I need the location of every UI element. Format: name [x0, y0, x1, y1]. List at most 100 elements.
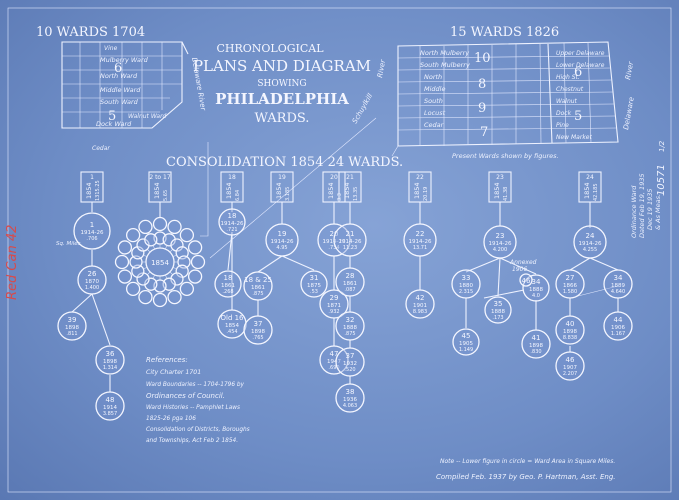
ward-node-number: 29 [330, 294, 339, 302]
top-ward-label: 21 [346, 174, 354, 181]
ward-node-number: 38 [346, 388, 355, 396]
map1826-figure-6: 6 [574, 65, 582, 80]
references-line-5: 1825-26 pga 106 [146, 416, 196, 422]
top-ward-detail: 1315.25 [95, 180, 101, 201]
ward-node-circle [214, 270, 242, 298]
map1826-river-schuylkill: Schuylkill [351, 92, 375, 125]
annexed-node [519, 273, 533, 287]
ward-node-area: 1.314 [103, 365, 117, 371]
annexed-label: Annexed [509, 259, 537, 266]
ward-node-circle [319, 345, 349, 375]
ward-node-year: 1907 [563, 365, 577, 371]
top-ward-year: 1854 [225, 182, 233, 199]
cluster-outer-circle [125, 227, 141, 243]
map1704-label-mulberry: Mulberry Ward [100, 56, 149, 64]
top-ward-year: 1854 [85, 182, 93, 199]
map1826-ward-high: High St. [556, 74, 580, 81]
ward-node-circle [483, 225, 517, 259]
vertical-note-4: & As Meas. [654, 194, 662, 230]
cluster-spoke [172, 254, 177, 257]
cluster-spoke [152, 245, 155, 250]
top-ward-detail: 5.65 [163, 190, 169, 201]
top-ward-label: 2 to 17 [149, 174, 170, 181]
cluster-spoke [143, 267, 148, 270]
ward-node-number: 23 [496, 232, 505, 240]
ward-node-number: 19 [278, 230, 287, 238]
ward-node-area: .765 [252, 335, 263, 341]
connector-1704 [200, 142, 209, 237]
ward-node-area: 1.400 [85, 285, 99, 291]
ward-node-year: 1866 [563, 283, 577, 289]
map1826-ward-north-mulberry: North Mulberry [420, 49, 469, 57]
ward-node-circle [243, 315, 273, 345]
ward-node-circle [243, 271, 273, 301]
references-line-3: Ordinances of Council. [146, 392, 225, 400]
ward-node-circle [77, 265, 107, 295]
top-ward-year: 1854 [583, 182, 591, 199]
references-line-1: City Charter 1701 [146, 368, 201, 376]
ward-node-area: 1.167 [611, 331, 625, 337]
ward-node-number: 40 [566, 320, 575, 328]
map1826-ward-lower-delaware: Lower Delaware [556, 62, 605, 69]
title-line2: PLANS AND DIAGRAM [193, 57, 371, 75]
ward-node-year: 1889 [611, 283, 625, 289]
ward-node-area: .721 [226, 227, 237, 233]
compiled-by: Compiled Feb. 1937 by Geo. P. Hartman, A… [436, 473, 616, 481]
ward-node-circle [521, 329, 551, 359]
top-ward-year: 1854 [493, 182, 501, 199]
ward-node-area: 11.23 [343, 245, 357, 251]
top-ward-detail: 6.84 [235, 190, 241, 201]
ward-node-circle [300, 270, 328, 298]
map1704-label-south: South Ward [100, 98, 139, 106]
map1826-ward-south: South [424, 97, 443, 105]
map1704-figure-6: 6 [114, 61, 122, 76]
annexed-year: 1906 [512, 266, 527, 273]
side-note-sq-miles: Sq. Miles [56, 241, 81, 247]
top-ward-label: 22 [416, 174, 424, 181]
map1826-figure-7: 7 [480, 125, 488, 140]
map1704-title: 10 WARDS 1704 [36, 25, 145, 40]
ward-node-area: 8.838 [563, 335, 577, 341]
top-ward-label: 24 [586, 174, 594, 181]
ward-node-area: .520 [344, 367, 355, 373]
top-ward-label: 1 [90, 174, 94, 181]
ward-node-area: .454 [226, 329, 237, 335]
ward-node-year: 1898 [251, 329, 265, 335]
ward-node-number: 41 [532, 334, 541, 342]
ward-node-number: 47 [330, 350, 339, 358]
ward-node-number: 36 [106, 350, 115, 358]
ward-node-year: 1947 [327, 359, 341, 365]
ward-node-circle [57, 311, 87, 341]
ward-node-year: 1901 [413, 303, 427, 309]
vertical-note-2: Dated Feb 19, 1935 [638, 173, 646, 238]
vertical-note-3: Dec 19 1935 [646, 188, 654, 230]
ward-node-year: 1906 [611, 325, 625, 331]
ward-node-circle [452, 328, 480, 356]
top-ward-detail: 13.35 [353, 187, 359, 201]
ward-node-circle [265, 223, 299, 257]
ward-node-circle [555, 315, 585, 345]
cluster-outer-circle [167, 289, 182, 305]
ward-node-number: 45 [462, 332, 471, 340]
ward-node-year: 1914-26 [489, 241, 512, 247]
ward-node-year: 1898 [103, 359, 117, 365]
cluster-outer-circle [117, 240, 133, 255]
ward-node-year: 1854 [225, 323, 239, 329]
